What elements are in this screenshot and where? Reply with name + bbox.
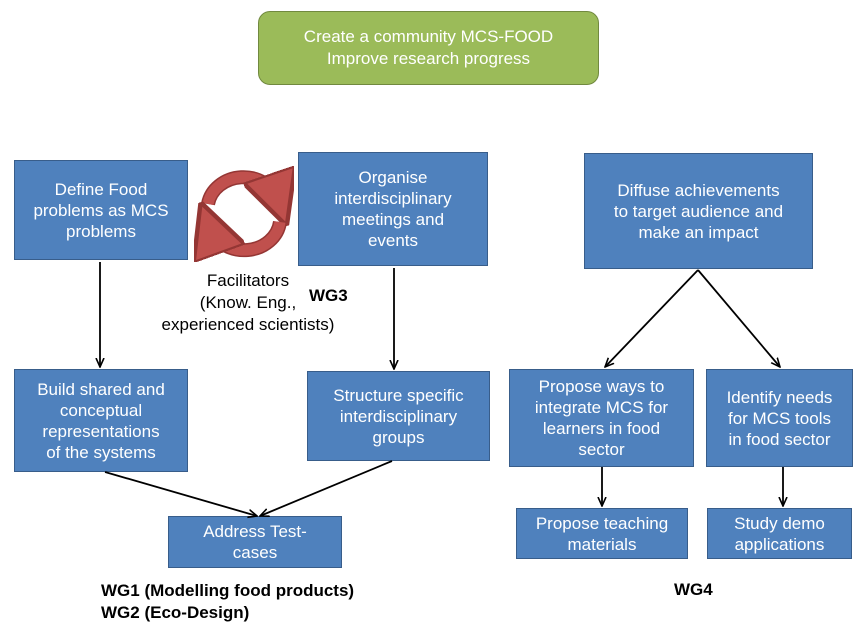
organise-meetings-box: Organise interdisciplinary meetings and … — [298, 152, 488, 266]
wg4-label: WG4 — [674, 580, 713, 599]
propose-ways-box: Propose ways to integrate MCS for learne… — [509, 369, 694, 467]
arrow-structure-to-address — [260, 460, 393, 516]
identify-needs-box: Identify needs for MCS tools in food sec… — [706, 369, 853, 467]
define-food-problems-box: Define Food problems as MCS problems — [14, 160, 188, 260]
address-test-cases-box: Address Test- cases — [168, 516, 342, 568]
facilitators-label: Facilitators (Know. Eng., experienced sc… — [161, 271, 335, 334]
arrow-diffuse-to-propose — [605, 269, 699, 367]
wg3-label: WG3 — [309, 286, 348, 305]
circular-arrows-icon — [194, 166, 294, 262]
build-representations-box: Build shared and conceptual representati… — [14, 369, 188, 472]
arrow-diffuse-to-identify — [697, 269, 780, 367]
propose-teaching-box: Propose teaching materials — [516, 508, 688, 559]
diffuse-achievements-box: Diffuse achievements to target audience … — [584, 153, 813, 269]
study-demo-box: Study demo applications — [707, 508, 852, 559]
goal-box: Create a community MCS-FOOD Improve rese… — [258, 11, 599, 85]
arrow-build-to-address — [104, 471, 257, 516]
wg1-wg2-label: WG1 (Modelling food products) WG2 (Eco-D… — [101, 581, 355, 622]
structure-groups-box: Structure specific interdisciplinary gro… — [307, 371, 490, 461]
